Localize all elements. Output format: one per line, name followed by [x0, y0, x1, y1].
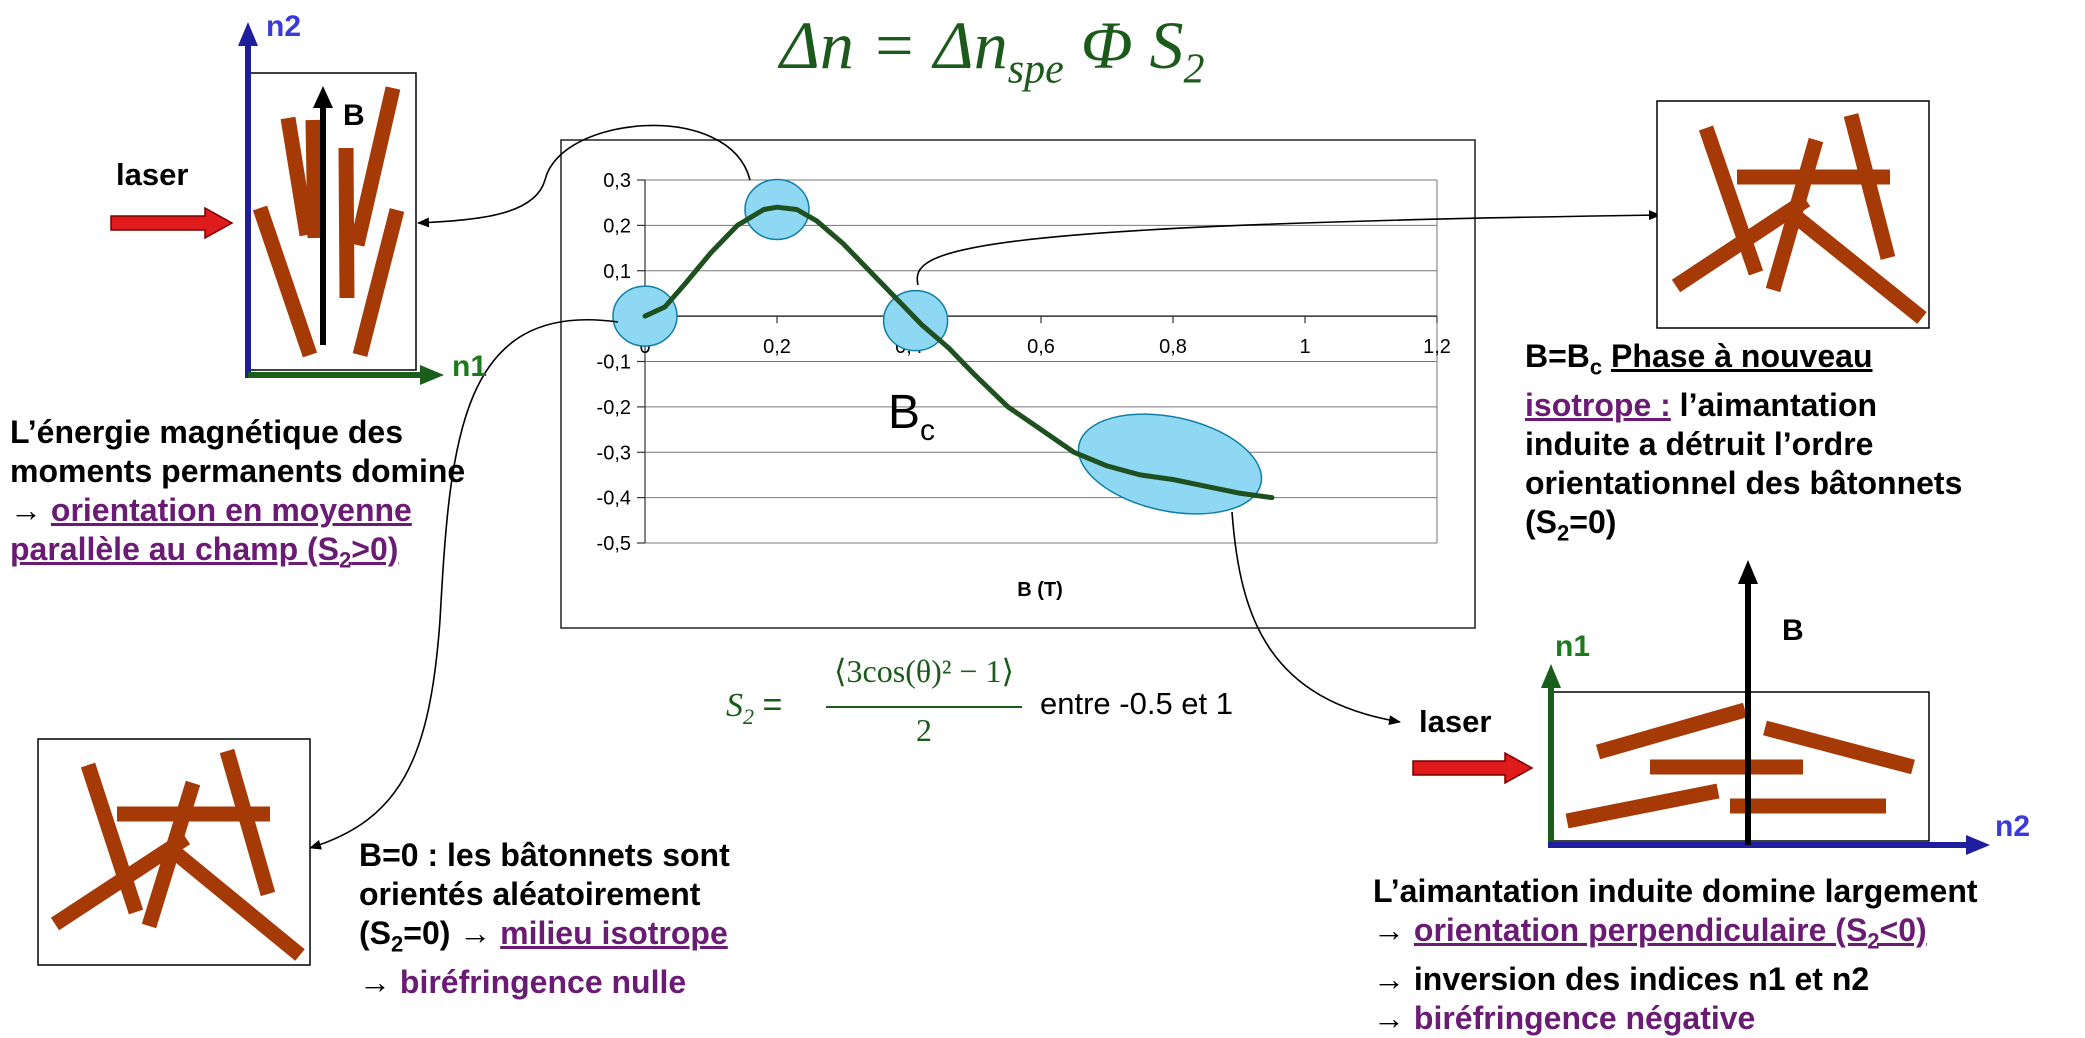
- series-line: [642, 204, 1275, 501]
- x-tick-label: 0,6: [1027, 336, 1055, 358]
- bc-annotation: Bc: [888, 386, 935, 447]
- perpendicular-diagram: n1 n2 B laser: [1412, 560, 2030, 855]
- rod: [1565, 783, 1720, 829]
- text-random-explanation: B=0 : les bâtonnets sont orientés aléato…: [359, 836, 730, 1002]
- laser-label: laser: [116, 157, 188, 192]
- b-field-arrowhead-right: [1738, 560, 1758, 584]
- x-tick-label: 0,2: [763, 336, 791, 358]
- x-tick-label: 0: [639, 336, 650, 358]
- rod: [280, 116, 315, 237]
- y-tick-label: 0,1: [603, 261, 631, 283]
- x-axis-label: B (T): [1017, 579, 1063, 601]
- rod: [338, 147, 355, 299]
- parallel-diagram: n2 n1 B laser: [110, 10, 487, 385]
- y-tick-label: 0,3: [603, 170, 631, 192]
- rods-isotrope: [1671, 113, 1927, 324]
- text-isotrope-explanation: B=Bc Phase à nouveau isotrope : l’aimant…: [1525, 337, 1962, 553]
- rod: [1843, 113, 1896, 260]
- chart-frame: [560, 139, 1476, 629]
- text-perpendicular-explanation: L’aimantation induite domine largement →…: [1373, 872, 1978, 1038]
- rod: [1763, 720, 1915, 775]
- x-tick-label: 1,2: [1423, 336, 1451, 358]
- y-tick-label: -0,3: [597, 442, 631, 464]
- rods-parallel: [252, 86, 405, 358]
- n2-label: n2: [266, 10, 301, 43]
- y-tick-label: -0,1: [597, 352, 631, 374]
- text-line: orientationnel des bâtonnets: [1525, 465, 1963, 502]
- laser-arrow-right: [1412, 751, 1534, 785]
- text-line: B=0 : les bâtonnets sont: [359, 837, 730, 873]
- n1-axis-right-arrowhead: [1541, 664, 1561, 688]
- text-line: orientés aléatoirement: [359, 876, 701, 912]
- text-line: (S2=0) → milieu isotrope: [359, 915, 728, 957]
- text-line: L’aimantation induite domine largement: [1373, 873, 1978, 909]
- text-line: → orientation perpendiculaire (S2<0): [1373, 912, 1927, 954]
- n2-label-right: n2: [1995, 810, 2030, 843]
- rod: [1671, 193, 1811, 293]
- n2-axis-arrowhead: [238, 22, 258, 46]
- rod: [50, 831, 191, 931]
- b-label-right: B: [1782, 614, 1804, 647]
- b-field-arrowhead: [313, 86, 333, 108]
- text-line: isotrope : l’aimantation: [1525, 387, 1878, 424]
- text-line: → inversion des indices n1 et n2: [1373, 961, 1870, 998]
- birefringence-formula: Δn = Δnspe Φ S2: [780, 7, 1205, 93]
- connector-to-parallel-diagram: [417, 124, 751, 228]
- text-line: B=Bc Phase à nouveau: [1525, 338, 1873, 380]
- text-line: → orientation en moyenne: [10, 492, 412, 528]
- text-line: induite a détruit l’ordre: [1525, 426, 1874, 463]
- n1-label-right: n1: [1555, 630, 1590, 663]
- rod: [219, 748, 276, 897]
- laser-label-right: laser: [1419, 704, 1491, 739]
- text-line: (S2=0): [1525, 504, 1617, 546]
- text-line: moments permanents domine: [10, 453, 466, 489]
- link-parallel-orientation[interactable]: orientation en moyenne: [50, 492, 412, 528]
- b-label: B: [343, 99, 365, 132]
- rod: [352, 208, 405, 357]
- n2-axis-right-arrowhead: [1966, 835, 1990, 855]
- rod: [167, 844, 305, 961]
- rod: [1595, 702, 1748, 760]
- text-line: → biréfringence négative: [1373, 1000, 1756, 1037]
- rod: [1785, 206, 1927, 324]
- y-tick-label: -0,5: [597, 533, 631, 555]
- y-tick-label: -0,4: [597, 488, 631, 510]
- connector-to-perpendicular-diagram: [1231, 511, 1401, 726]
- laser-arrow: [110, 206, 234, 240]
- text-line: → biréfringence nulle: [359, 964, 687, 1001]
- link-isotrope[interactable]: isotrope :: [1525, 387, 1671, 424]
- y-tick-label: -0,2: [597, 397, 631, 419]
- rods-random: [50, 748, 305, 961]
- rod: [349, 86, 401, 247]
- connectors: [309, 124, 1661, 850]
- connector-to-random-diagram: [309, 319, 619, 850]
- s2-formula-lhs: S2 =: [726, 686, 783, 729]
- text-parallel-explanation: L’énergie magnétique des moments permane…: [10, 413, 465, 579]
- rod: [252, 205, 318, 358]
- s2-numerator: ⟨3cos(θ)² − 1⟩: [834, 653, 1014, 689]
- connector-to-isotrope-diagram: [916, 210, 1661, 286]
- s2-denominator: 2: [916, 712, 932, 748]
- isotrope-diagram: [1656, 100, 1930, 329]
- link-parallel-field[interactable]: parallèle au champ (S2>0): [10, 531, 399, 573]
- n1-axis-arrowhead: [420, 365, 444, 385]
- x-tick-label: 0,8: [1159, 336, 1187, 358]
- text-line: L’énergie magnétique des: [10, 414, 403, 450]
- y-tick-label: 0,2: [603, 215, 631, 237]
- chart: 0,30,20,10-0,1-0,2-0,3-0,4-0,5 00,20,40,…: [560, 139, 1476, 629]
- random-diagram: [37, 738, 311, 966]
- rod: [1698, 125, 1764, 276]
- x-tick-label: 1: [1299, 336, 1310, 358]
- link-perpendicular-orientation[interactable]: orientation perpendiculaire (S2<0): [1413, 912, 1927, 954]
- rods-perpendicular: [1565, 702, 1915, 829]
- s2-range-text: entre -0.5 et 1: [1040, 686, 1234, 721]
- rod: [305, 119, 323, 239]
- fraction-bar: [826, 706, 1022, 708]
- link-isotrope-medium[interactable]: milieu isotrope: [500, 915, 728, 951]
- n1-label: n1: [452, 350, 487, 383]
- link-phase-again[interactable]: Phase à nouveau: [1611, 338, 1873, 374]
- rod: [80, 762, 144, 915]
